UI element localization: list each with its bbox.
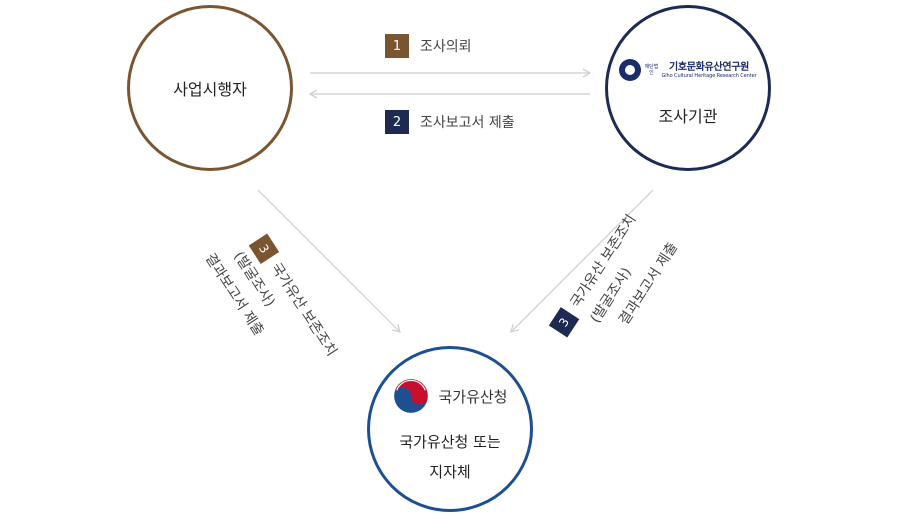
- institute-logo: 재단법인 기호문화유산연구원 Giho Cultural Heritage Re…: [619, 59, 757, 81]
- taegeuk-emblem-icon: [394, 378, 429, 414]
- node-research-institute: 재단법인 기호문화유산연구원 Giho Cultural Heritage Re…: [605, 5, 771, 171]
- step-report: 2 조사보고서 제출: [385, 110, 515, 134]
- arrow-right-diagonal: [510, 189, 654, 333]
- heritage-label-line2: 지자체: [429, 463, 471, 481]
- node-heritage-administration: 국가유산청 국가유산청 또는 지자체: [367, 346, 533, 512]
- node-business-operator: 사업시행자: [127, 5, 293, 171]
- step-2-badge: 2: [385, 110, 409, 134]
- institute-logo-english: Giho Cultural Heritage Research Center: [661, 72, 757, 79]
- heritage-label-line1: 국가유산청 또는: [399, 433, 501, 451]
- arrow-left-diagonal: [257, 189, 401, 333]
- institute-logo-prefix: 재단법인: [644, 64, 659, 76]
- heritage-logo-name: 국가유산청: [438, 387, 508, 406]
- node-business-operator-label: 사업시행자: [173, 80, 247, 99]
- step-1-badge: 1: [385, 34, 409, 58]
- step-request: 1 조사의뢰: [385, 34, 472, 58]
- step-1-label: 조사의뢰: [420, 39, 472, 55]
- institute-emblem-icon: [619, 59, 642, 81]
- heritage-logo: 국가유산청: [392, 377, 508, 415]
- node-research-institute-label: 조사기관: [658, 107, 718, 126]
- step-2-label: 조사보고서 제출: [420, 115, 515, 131]
- institute-logo-name: 기호문화유산연구원: [668, 61, 750, 73]
